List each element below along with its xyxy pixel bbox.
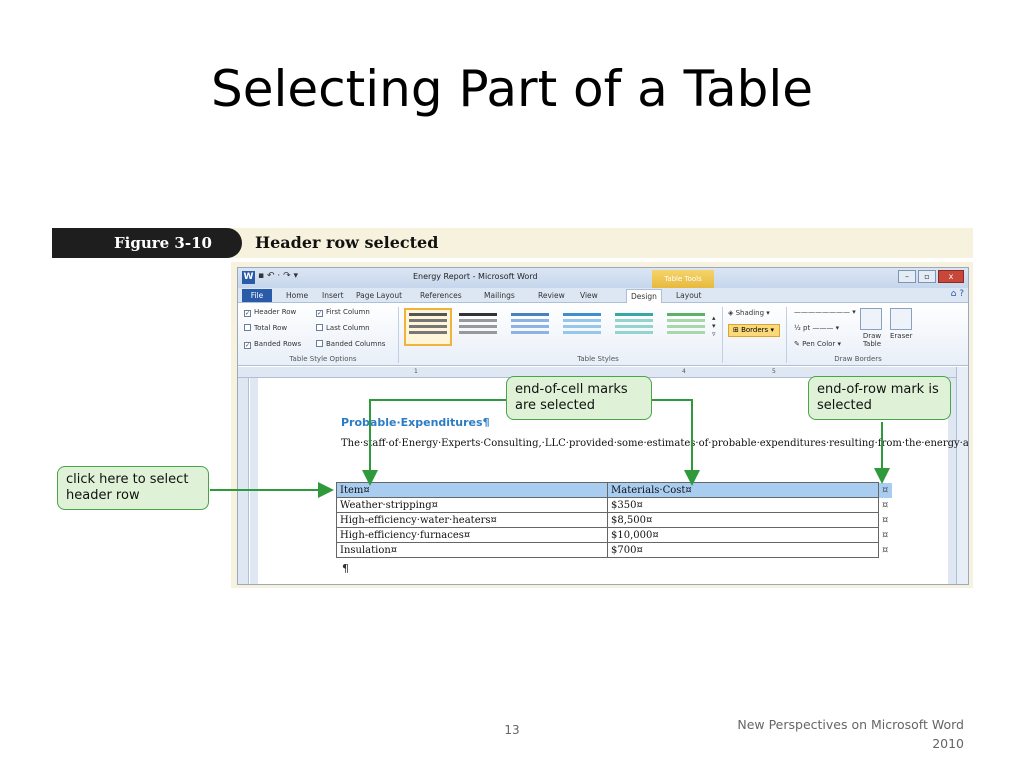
table-style-teal[interactable] <box>612 310 656 344</box>
line-weight-value: ½ pt <box>794 324 811 332</box>
total-row-checkbox[interactable]: Total Row <box>244 324 287 332</box>
table-style-green[interactable] <box>664 310 708 344</box>
last-column-label: Last Column <box>326 324 370 332</box>
checkbox-checked-icon: ✓ <box>244 310 251 317</box>
header-row-checkbox[interactable]: ✓Header Row <box>244 308 296 317</box>
end-of-row-mark: ¤ <box>882 499 889 511</box>
ribbon: ✓Header Row ✓First Column Total Row Last… <box>238 304 968 366</box>
tab-mailings[interactable]: Mailings <box>484 291 515 300</box>
banded-rows-label: Banded Rows <box>254 340 302 348</box>
paragraph-mark: ¶ <box>342 562 349 575</box>
line-style-dropdown[interactable]: ———————— ▾ <box>794 308 856 316</box>
ribbon-separator <box>398 307 399 363</box>
last-column-checkbox[interactable]: Last Column <box>316 324 370 332</box>
quick-access-toolbar[interactable]: ▪ ↶ · ↷ ▾ <box>258 271 299 281</box>
end-of-row-mark: ¤ <box>882 514 889 526</box>
table-cell[interactable]: $700¤ <box>607 542 879 558</box>
document-paragraph: The·staff·of·Energy·Experts·Consulting,·… <box>341 438 968 449</box>
tab-insert[interactable]: Insert <box>322 291 344 300</box>
figure-label: Figure 3-10 <box>52 228 242 258</box>
shading-button[interactable]: ◈ Shading ▾ <box>728 309 770 317</box>
borders-label: Borders <box>741 326 769 334</box>
pen-color-button[interactable]: ✎ Pen Color ▾ <box>794 340 842 348</box>
checkbox-unchecked-icon <box>316 340 323 347</box>
minimize-icon[interactable]: – <box>898 270 916 283</box>
table-styles-label: Table Styles <box>577 355 619 363</box>
table-style-light-shading[interactable] <box>456 310 500 344</box>
borders-button[interactable]: ⊞ Borders ▾ <box>728 324 780 337</box>
vertical-ruler[interactable] <box>238 378 249 584</box>
slide-footer: New Perspectives on Microsoft Word 2010 <box>737 717 964 751</box>
ribbon-separator <box>722 307 723 363</box>
end-of-row-mark: ¤ <box>878 482 892 498</box>
tab-page-layout[interactable]: Page Layout <box>356 291 403 300</box>
banded-columns-label: Banded Columns <box>326 340 386 348</box>
slide-number: 13 <box>504 723 520 737</box>
arrow-to-item-cell-mark <box>362 399 506 486</box>
draw-table-icon[interactable] <box>860 308 882 330</box>
table-tools-header: Table Tools <box>652 270 714 288</box>
table-cell[interactable]: Materials·Cost¤ <box>607 482 879 498</box>
ribbon-separator <box>786 307 787 363</box>
draw-borders-label: Draw Borders <box>834 355 882 363</box>
title-bar: W ▪ ↶ · ↷ ▾ Energy Report - Microsoft Wo… <box>238 268 968 288</box>
table-style-blue-1[interactable] <box>508 310 552 344</box>
table-style-options-label: Table Style Options <box>289 355 357 363</box>
table-row[interactable]: Weather·stripping¤ $350¤ ¤ <box>336 497 892 513</box>
tab-file[interactable]: File <box>242 289 272 302</box>
slide-title: Selecting Part of a Table <box>211 60 813 118</box>
checkbox-unchecked-icon <box>244 324 251 331</box>
gallery-scroll-icon[interactable]: ▴▾▿ <box>712 314 716 338</box>
document-table[interactable]: Item¤ Materials·Cost¤ ¤ Weather·strippin… <box>336 482 892 558</box>
shading-label: Shading <box>735 309 765 317</box>
window-title: Energy Report - Microsoft Word <box>413 272 538 281</box>
eraser-icon[interactable] <box>890 308 912 330</box>
checkbox-unchecked-icon <box>316 324 323 331</box>
callout-click-here: click here to select header row <box>57 466 209 510</box>
vertical-scrollbar[interactable] <box>956 367 968 584</box>
table-cell[interactable]: Item¤ <box>336 482 608 498</box>
banded-columns-checkbox[interactable]: Banded Columns <box>316 340 385 348</box>
restore-icon[interactable]: ▫ <box>918 270 936 283</box>
table-style-plain-grid[interactable] <box>404 308 452 346</box>
banded-rows-checkbox[interactable]: ✓Banded Rows <box>244 340 301 349</box>
table-header-row[interactable]: Item¤ Materials·Cost¤ ¤ <box>336 482 892 498</box>
close-icon[interactable]: x <box>938 270 964 283</box>
tab-view[interactable]: View <box>580 291 598 300</box>
total-row-label: Total Row <box>254 324 288 332</box>
header-row-label: Header Row <box>254 308 297 316</box>
help-icon[interactable]: ⌂ ? <box>950 289 964 299</box>
callout-end-of-cell: end-of-cell marks are selected <box>506 376 652 420</box>
line-weight-dropdown[interactable]: ½ pt ——— ▾ <box>794 324 840 332</box>
ribbon-tabs: File Home Insert Page Layout References … <box>238 288 968 303</box>
tab-review[interactable]: Review <box>538 291 565 300</box>
callout-end-of-row: end-of-row mark is selected <box>808 376 951 420</box>
document-heading: Probable·Expenditures¶ <box>341 416 490 429</box>
word-window: W ▪ ↶ · ↷ ▾ Energy Report - Microsoft Wo… <box>237 267 969 585</box>
checkbox-checked-icon: ✓ <box>244 342 251 349</box>
tab-home[interactable]: Home <box>286 291 309 300</box>
end-of-row-mark: ¤ <box>882 529 889 541</box>
word-app-icon[interactable]: W <box>242 271 255 284</box>
table-row[interactable]: Insulation¤ $700¤ ¤ <box>336 542 892 558</box>
table-cell[interactable]: Insulation¤ <box>336 542 608 558</box>
end-of-row-mark: ¤ <box>882 544 889 556</box>
draw-table-label: Draw Table <box>862 332 882 348</box>
table-style-blue-2[interactable] <box>560 310 604 344</box>
eraser-label: Eraser <box>890 332 913 340</box>
arrow-to-cost-cell-mark <box>652 399 700 486</box>
first-column-label: First Column <box>326 308 370 316</box>
tab-design[interactable]: Design <box>626 289 662 303</box>
checkbox-checked-icon: ✓ <box>316 310 323 317</box>
figure-caption: Header row selected <box>255 233 439 252</box>
tab-references[interactable]: References <box>420 291 462 300</box>
first-column-checkbox[interactable]: ✓First Column <box>316 308 370 317</box>
shading-icon: ◈ <box>728 309 736 317</box>
pen-icon: ✎ <box>794 340 803 348</box>
tab-layout[interactable]: Layout <box>676 291 702 300</box>
borders-icon: ⊞ <box>733 326 742 334</box>
pen-color-label: Pen Color <box>802 340 836 348</box>
